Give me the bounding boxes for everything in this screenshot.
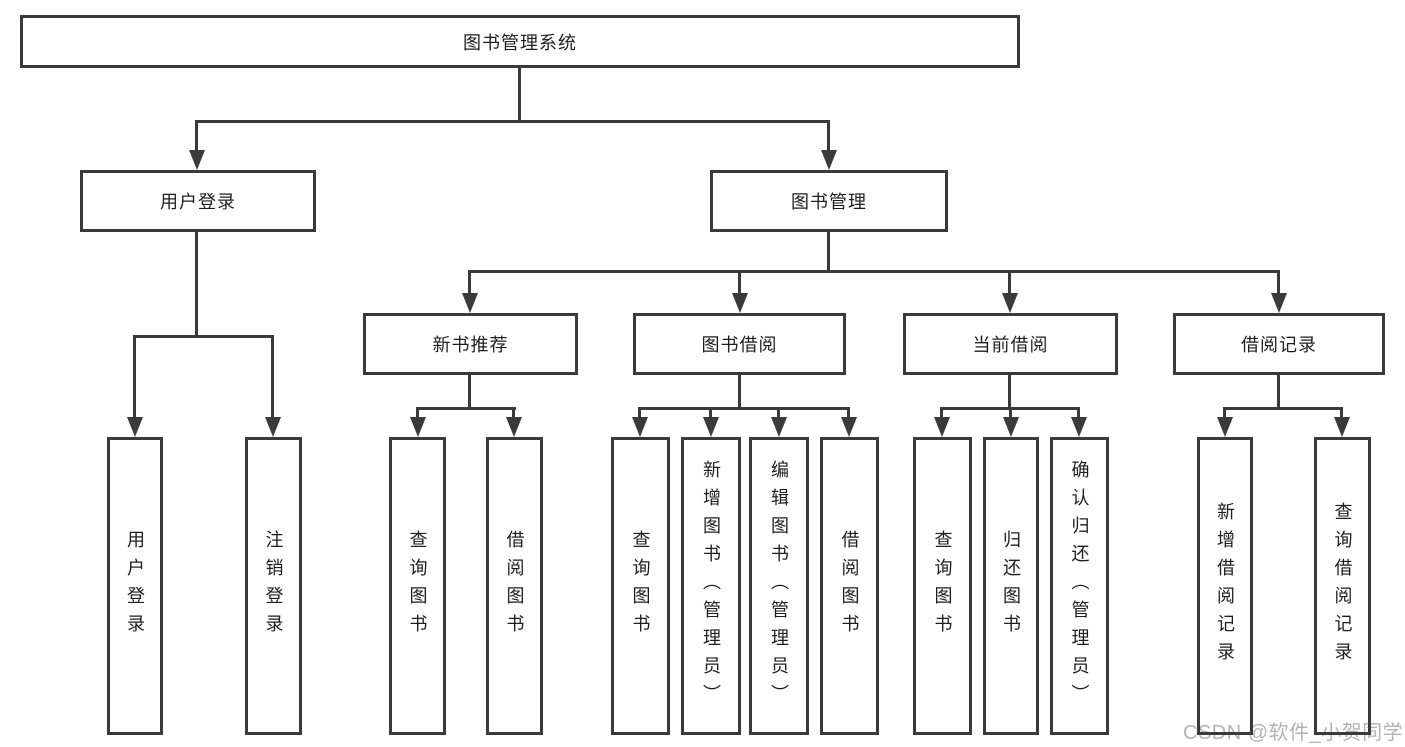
leaf-add-borrow-record-label: 新增借阅记录 <box>1215 502 1235 670</box>
connector-arrow-shaft <box>777 407 780 419</box>
leaf-logout: 注销登录 <box>245 437 302 735</box>
connector-rail <box>416 407 516 410</box>
connector-arrow-shaft <box>1077 407 1080 419</box>
arrowhead-down-icon <box>462 293 478 313</box>
leaf-add-books-admin: 新增图书（管理员） <box>681 437 741 735</box>
node-book-management-label: 图书管理 <box>791 192 867 212</box>
node-current-borrow-label: 当前借阅 <box>972 335 1049 355</box>
node-user-login-label: 用户登录 <box>160 192 236 212</box>
node-new-book-recommend-label: 新书推荐 <box>432 335 509 355</box>
connector-arrow-shaft <box>638 407 641 419</box>
node-book-borrow: 图书借阅 <box>633 313 846 375</box>
connector-arrow-shaft <box>512 407 515 419</box>
arrowhead-down-icon <box>703 417 719 437</box>
node-current-borrow: 当前借阅 <box>903 313 1118 375</box>
connector-stem <box>738 375 741 410</box>
leaf-query-borrow-record: 查询借阅记录 <box>1314 437 1371 735</box>
leaf-query-books-3-label: 查询图书 <box>932 530 953 642</box>
node-root: 图书管理系统 <box>20 15 1020 68</box>
leaf-query-books-3: 查询图书 <box>913 437 972 735</box>
connector-arrow-shaft <box>468 270 471 295</box>
connector-mgmt-stem <box>827 232 830 270</box>
arrowhead-down-icon <box>1334 417 1350 437</box>
leaf-add-borrow-record: 新增借阅记录 <box>1197 437 1253 735</box>
arrowhead-down-icon <box>841 417 857 437</box>
arrowhead-down-icon <box>1003 417 1019 437</box>
leaf-return-books: 归还图书 <box>983 437 1039 735</box>
csdn-watermark: CSDN @软件_小贺同学 <box>1183 722 1404 744</box>
node-book-management: 图书管理 <box>710 170 948 232</box>
leaf-query-books-1: 查询图书 <box>389 437 446 735</box>
arrowhead-down-icon <box>934 417 950 437</box>
connector-rail <box>1223 407 1342 410</box>
leaf-query-borrow-record-label: 查询借阅记录 <box>1332 502 1353 670</box>
connector-mgmt-rail <box>468 270 1279 273</box>
leaf-edit-books-admin: 编辑图书（管理员） <box>749 437 809 735</box>
node-borrow-records-label: 借阅记录 <box>1241 335 1317 355</box>
arrowhead-down-icon <box>506 417 522 437</box>
arrowhead-down-icon <box>189 150 205 170</box>
leaf-query-books-1-label: 查询图书 <box>407 530 428 642</box>
connector-arrow-shaft <box>271 335 274 419</box>
node-book-borrow-label: 图书借阅 <box>701 335 778 355</box>
leaf-logout-label: 注销登录 <box>263 530 284 642</box>
connector-arrow-shaft <box>1009 407 1012 419</box>
leaf-query-books-2: 查询图书 <box>611 437 670 735</box>
arrowhead-down-icon <box>1217 417 1233 437</box>
leaf-query-books-2-label: 查询图书 <box>630 530 651 642</box>
leaf-borrow-books-1: 借阅图书 <box>486 437 543 735</box>
leaf-edit-books-admin-label: 编辑图书（管理员） <box>769 460 789 712</box>
arrowhead-down-icon <box>410 417 426 437</box>
connector-arrow-shaft <box>416 407 419 419</box>
connector-arrow-shaft <box>940 407 943 419</box>
leaf-add-books-admin-label: 新增图书（管理员） <box>701 460 721 712</box>
leaf-user-login-label: 用户登录 <box>125 530 145 642</box>
arrowhead-down-icon <box>771 417 787 437</box>
connector-arrow-shaft <box>709 407 712 419</box>
node-root-label: 图书管理系统 <box>463 32 577 53</box>
arrowhead-down-icon <box>265 417 281 437</box>
connector-arrow-shaft <box>1223 407 1226 419</box>
connector-arrow-shaft <box>847 407 850 419</box>
leaf-return-books-label: 归还图书 <box>1001 530 1021 642</box>
leaf-confirm-return-admin: 确认归还（管理员） <box>1050 437 1109 735</box>
connector-arrow-shaft <box>827 120 830 152</box>
connector-login-stem <box>195 232 198 335</box>
connector-arrow-shaft <box>1008 270 1011 295</box>
connector-stem <box>468 375 471 410</box>
connector-arrow-shaft <box>195 120 198 152</box>
leaf-borrow-books-1-label: 借阅图书 <box>504 530 525 642</box>
connector-arrow-shaft <box>1340 407 1343 419</box>
arrowhead-down-icon <box>1071 417 1087 437</box>
arrowhead-down-icon <box>821 150 837 170</box>
arrowhead-down-icon <box>732 293 748 313</box>
arrowhead-down-icon <box>632 417 648 437</box>
connector-login-rail <box>133 335 274 338</box>
connector-level1-rail <box>195 120 830 123</box>
arrowhead-down-icon <box>1271 293 1287 313</box>
node-new-book-recommend: 新书推荐 <box>363 313 578 375</box>
connector-arrow-shaft <box>133 335 136 419</box>
connector-stem <box>1277 375 1280 410</box>
leaf-borrow-books-2-label: 借阅图书 <box>839 530 860 642</box>
leaf-user-login: 用户登录 <box>107 437 163 735</box>
arrowhead-down-icon <box>1002 293 1018 313</box>
connector-root-stem <box>518 68 521 120</box>
connector-arrow-shaft <box>738 270 741 295</box>
connector-arrow-shaft <box>1277 270 1280 295</box>
arrowhead-down-icon <box>127 417 143 437</box>
node-borrow-records: 借阅记录 <box>1173 313 1385 375</box>
leaf-borrow-books-2: 借阅图书 <box>820 437 879 735</box>
connector-rail <box>638 407 849 410</box>
node-user-login: 用户登录 <box>80 170 316 232</box>
leaf-confirm-return-admin-label: 确认归还（管理员） <box>1069 460 1090 712</box>
connector-stem <box>1008 375 1011 410</box>
